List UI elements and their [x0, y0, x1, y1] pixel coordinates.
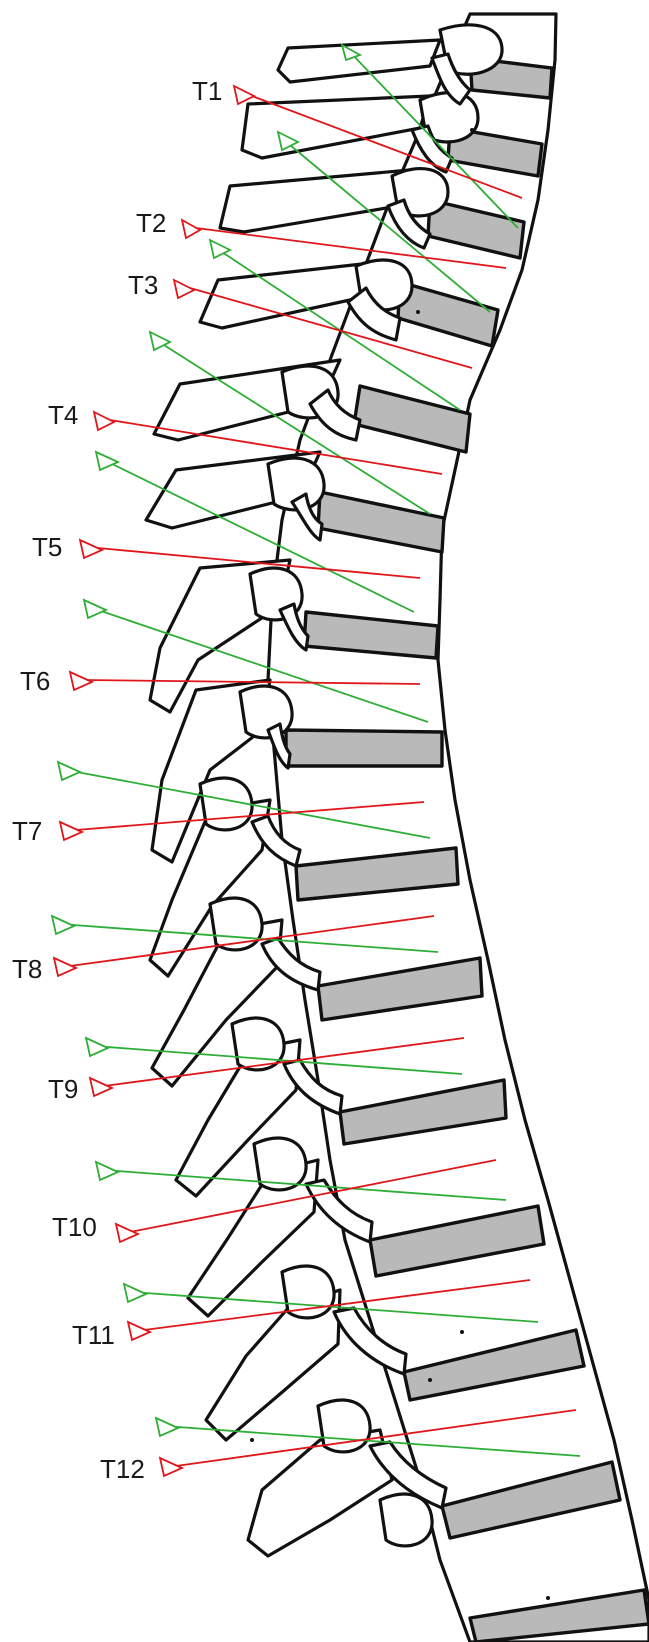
vertebra-label-t1: T1 — [192, 76, 222, 106]
green-arrow-marker-7 — [58, 762, 80, 780]
red-arrow-marker-t1 — [234, 86, 254, 104]
disc-8 — [286, 730, 442, 766]
vertebral-column — [268, 14, 649, 1642]
red-arrow-marker-t8 — [54, 958, 76, 976]
red-arrow-marker-t4 — [94, 412, 114, 430]
red-arrow-marker-t12 — [160, 1458, 182, 1476]
red-arrow-marker-t3 — [174, 280, 194, 298]
green-arrow-marker-6 — [84, 600, 106, 618]
red-arrow-marker-t6 — [70, 672, 92, 690]
vertebra-label-t10: T10 — [52, 1212, 97, 1242]
vertebra-label-t2: T2 — [136, 208, 166, 238]
green-arrow-marker-12 — [156, 1418, 178, 1436]
speck — [250, 1438, 254, 1442]
speck — [460, 1330, 464, 1334]
speck — [416, 310, 420, 314]
red-arrow-marker-t2 — [182, 220, 200, 238]
green-arrow-marker-8 — [52, 916, 74, 934]
vertebra-label-t7: T7 — [12, 816, 42, 846]
vertebra-label-t4: T4 — [48, 400, 78, 430]
speck — [428, 1378, 432, 1382]
facet-15 — [380, 1494, 432, 1546]
vertebra-label-t12: T12 — [100, 1454, 145, 1484]
green-arrow-marker-10 — [96, 1162, 118, 1180]
red-arrow-marker-t11 — [128, 1322, 150, 1340]
speck — [546, 1596, 550, 1600]
red-arrow-marker-t7 — [60, 822, 82, 840]
facet-8 — [240, 686, 292, 738]
vertebral-body-column — [268, 14, 649, 1642]
green-arrow-marker-11 — [124, 1284, 146, 1302]
vertebra-label-t11: T11 — [72, 1320, 115, 1350]
red-arrow-marker-t5 — [80, 540, 102, 558]
red-arrow-marker-t9 — [90, 1078, 112, 1096]
vertebra-label-t6: T6 — [20, 666, 50, 696]
vertebra-label-t5: T5 — [32, 532, 62, 562]
vertebra-label-t3: T3 — [128, 270, 158, 300]
green-arrow-marker-5 — [96, 452, 118, 470]
speck — [470, 128, 474, 132]
facet-13 — [282, 1266, 334, 1318]
green-arrow-marker-9 — [86, 1038, 108, 1056]
vertebra-label-t8: T8 — [12, 954, 42, 984]
red-arrow-marker-t10 — [116, 1224, 138, 1242]
facet-10 — [210, 898, 262, 950]
vertebra-label-t9: T9 — [48, 1074, 78, 1104]
